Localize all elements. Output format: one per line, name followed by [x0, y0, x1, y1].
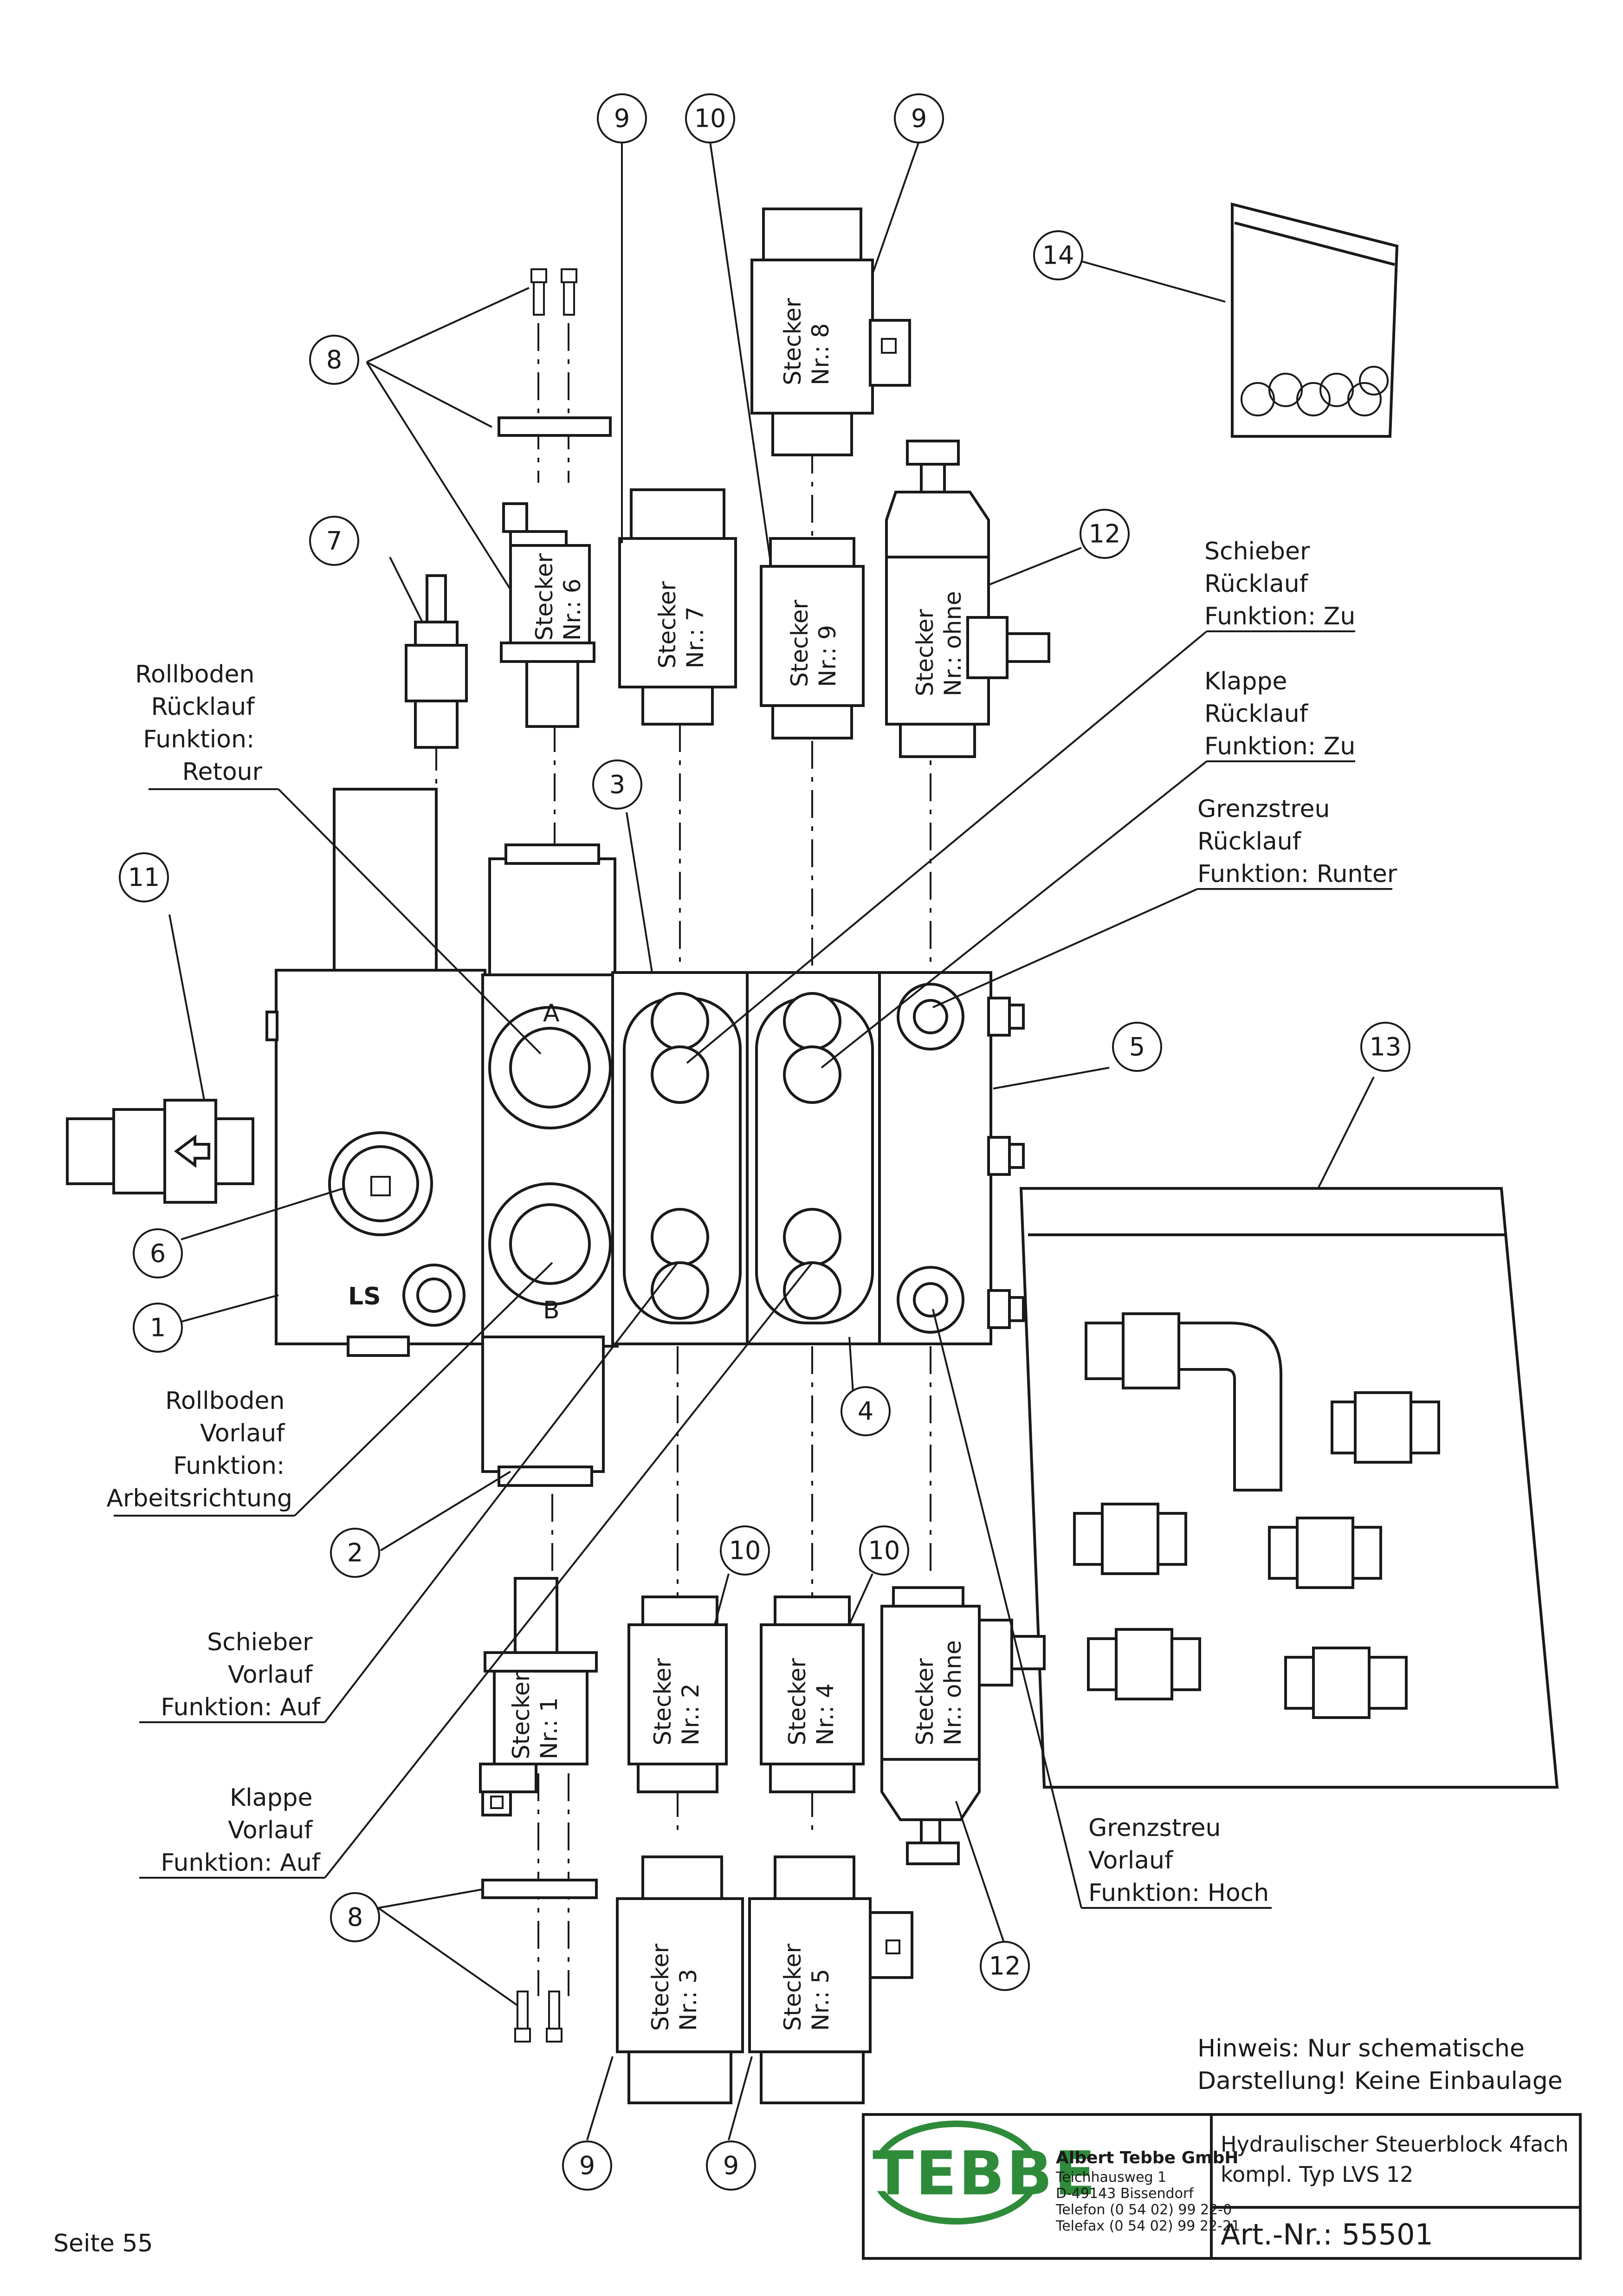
valve-label-nr3-line2: Nr.: 3: [675, 1969, 702, 2031]
valve-label-nr4-line2: Nr.: 4: [812, 1683, 839, 1745]
callout-5: 5: [1129, 1032, 1145, 1062]
valve-label-nr2: Stecker: [649, 1658, 676, 1745]
label-rollboden-ruecklauf: Rollboden Rücklauf Funktion: Retour: [135, 661, 262, 786]
callout-12-top: 12: [1089, 519, 1121, 549]
valve-nr1: SteckerNr.: 1: [479, 1577, 598, 1816]
svg-text:SteckerNr.: 8: SteckerNr.: 8: [779, 298, 834, 385]
callout-9-top-right: 9: [911, 104, 927, 133]
callout-12-bottom: 12: [989, 1952, 1021, 1981]
valve-label-nr9: Stecker: [786, 599, 813, 687]
label-klappe-vorlauf: Klappe Vorlauf Funktion: Auf: [161, 1784, 321, 1877]
callout-3: 3: [609, 770, 625, 799]
leader-lines: [114, 141, 1392, 2140]
callout-9-bottom-left: 9: [579, 2151, 595, 2180]
valve-label-nr8: Stecker: [779, 298, 806, 385]
valve-label-nr4: Stecker: [784, 1658, 811, 1745]
callout-11: 11: [128, 863, 160, 892]
company-address: Teichhausweg 1 D-49143 Bissendorf Telefo…: [1055, 2169, 1240, 2234]
valve-label-nr6-line2: Nr.: 6: [559, 578, 586, 641]
title-block: TEBBE Albert Tebbe GmbH Teichhausweg 1 D…: [862, 2113, 1582, 2260]
callout-14: 14: [1042, 241, 1074, 270]
callout-1: 1: [150, 1313, 166, 1343]
port-b-mark: B: [543, 1297, 560, 1324]
valve-nr9: SteckerNr.: 9: [760, 537, 865, 739]
valve-nr7: SteckerNr.: 7: [618, 488, 737, 726]
valve-nr5: SteckerNr.: 5: [748, 1855, 913, 2104]
svg-text:TEBBE: TEBBE: [873, 2138, 1097, 2209]
valve-nr6: SteckerNr.: 6: [500, 502, 595, 728]
callout-10-bottom-left: 10: [729, 1536, 761, 1565]
oring-bag-14: [1231, 202, 1399, 438]
valve-label-bottom-ohne-line2: Nr.: ohne: [939, 1640, 966, 1745]
bottom-bolts: [481, 1879, 598, 2043]
port-a-mark: A: [543, 999, 560, 1027]
valve-label-nr7-line2: Nr.: 7: [682, 606, 709, 668]
svg-text:SteckerNr.: 3: SteckerNr.: 3: [647, 1943, 702, 2031]
callouts: 9 10 9 14 8 7 12 3 11 5 13 6 1 4 2 10 10…: [119, 93, 1410, 2191]
function-labels: Rollboden Rücklauf Funktion: Retour Schi…: [106, 538, 1397, 1907]
valve-label-nr9-line2: Nr.: 9: [814, 625, 841, 687]
control-block: LS A B: [265, 788, 1025, 1487]
valve-label-bottom-ohne: Stecker: [912, 1658, 938, 1745]
callout-6: 6: [150, 1239, 166, 1268]
valve-label-nr6: Stecker: [531, 553, 558, 641]
svg-text:SteckerNr.: 7: SteckerNr.: 7: [654, 581, 709, 668]
label-schieber-ruecklauf: Schieber Rücklauf Funktion: Zu: [1204, 538, 1355, 630]
valve-nr4: SteckerNr.: 4: [760, 1596, 865, 1793]
page-number: Seite 55: [53, 2230, 153, 2257]
callout-4: 4: [858, 1397, 873, 1426]
ls-mark: LS: [348, 1283, 381, 1310]
tebbe-logo: TEBBE: [868, 2121, 1097, 2225]
valve-label-nr3: Stecker: [647, 1943, 674, 2031]
svg-text:SteckerNr.: ohne: SteckerNr.: ohne: [912, 1640, 966, 1745]
valve-label-nr5: Stecker: [779, 1943, 806, 2031]
company-name: Albert Tebbe GmbH: [1056, 2148, 1239, 2167]
callout-13: 13: [1370, 1032, 1402, 1062]
valve-label-nr5-line2: Nr.: 5: [807, 1969, 834, 2031]
callout-10-top: 10: [694, 104, 726, 133]
callout-7: 7: [326, 526, 342, 556]
sensor-7: [405, 574, 468, 749]
valve-nr8: SteckerNr.: 8: [750, 208, 911, 456]
valve-top-ohne: SteckerNr.: ohne: [885, 440, 1050, 758]
fitting-11: [66, 1099, 254, 1204]
valve-nr2: SteckerNr.: 2: [627, 1596, 728, 1793]
svg-text:SteckerNr.: ohne: SteckerNr.: ohne: [912, 591, 966, 696]
label-klappe-ruecklauf: Klappe Rücklauf Funktion: Zu: [1204, 668, 1355, 760]
article-number: Art.-Nr.: 55501: [1221, 2218, 1433, 2251]
callout-9-top-left: 9: [614, 104, 630, 133]
label-grenzstreu-vorlauf: Grenzstreu Vorlauf Funktion: Hoch: [1088, 1814, 1269, 1907]
callout-2: 2: [347, 1538, 363, 1568]
valve-label-nr7: Stecker: [654, 581, 681, 668]
drawing-title: Hydraulischer Steuerblock 4fach kompl. T…: [1221, 2132, 1575, 2187]
svg-text:SteckerNr.: 6: SteckerNr.: 6: [531, 553, 586, 641]
valve-label-nr8-line2: Nr.: 8: [807, 323, 834, 385]
svg-text:SteckerNr.: 1: SteckerNr.: 1: [508, 1672, 563, 1759]
callout-10-bottom-right: 10: [868, 1536, 900, 1565]
label-rollboden-vorlauf: Rollboden Vorlauf Funktion: Arbeitsricht…: [106, 1387, 292, 1512]
valve-label-nr2-line2: Nr.: 2: [677, 1683, 704, 1745]
valve-bottom-ohne: SteckerNr.: ohne: [880, 1586, 1046, 1865]
valve-label-top-ohne-line2: Nr.: ohne: [939, 591, 966, 696]
svg-text:SteckerNr.: 5: SteckerNr.: 5: [779, 1943, 834, 2031]
valve-label-nr1: Stecker: [508, 1672, 535, 1759]
fitting-bag-13: [1019, 1187, 1559, 1789]
top-bolts: [498, 268, 612, 437]
callout-8-bottom: 8: [347, 1903, 363, 1932]
label-schieber-vorlauf: Schieber Vorlauf Funktion: Auf: [161, 1628, 321, 1721]
valve-nr3: SteckerNr.: 3: [616, 1855, 744, 2104]
schematic-note: Hinweis: Nur schematische Darstellung! K…: [1197, 2035, 1563, 2095]
svg-text:SteckerNr.: 2: SteckerNr.: 2: [649, 1658, 704, 1745]
svg-text:SteckerNr.: 9: SteckerNr.: 9: [786, 599, 841, 687]
valve-label-top-ohne: Stecker: [912, 609, 938, 696]
label-grenzstreu-ruecklauf: Grenzstreu Rücklauf Funktion: Runter: [1197, 795, 1397, 888]
svg-text:SteckerNr.: 4: SteckerNr.: 4: [784, 1658, 839, 1745]
callout-9-bottom-right: 9: [723, 2151, 739, 2180]
valve-label-nr1-line2: Nr.: 1: [536, 1697, 563, 1759]
callout-8-top: 8: [326, 345, 342, 375]
